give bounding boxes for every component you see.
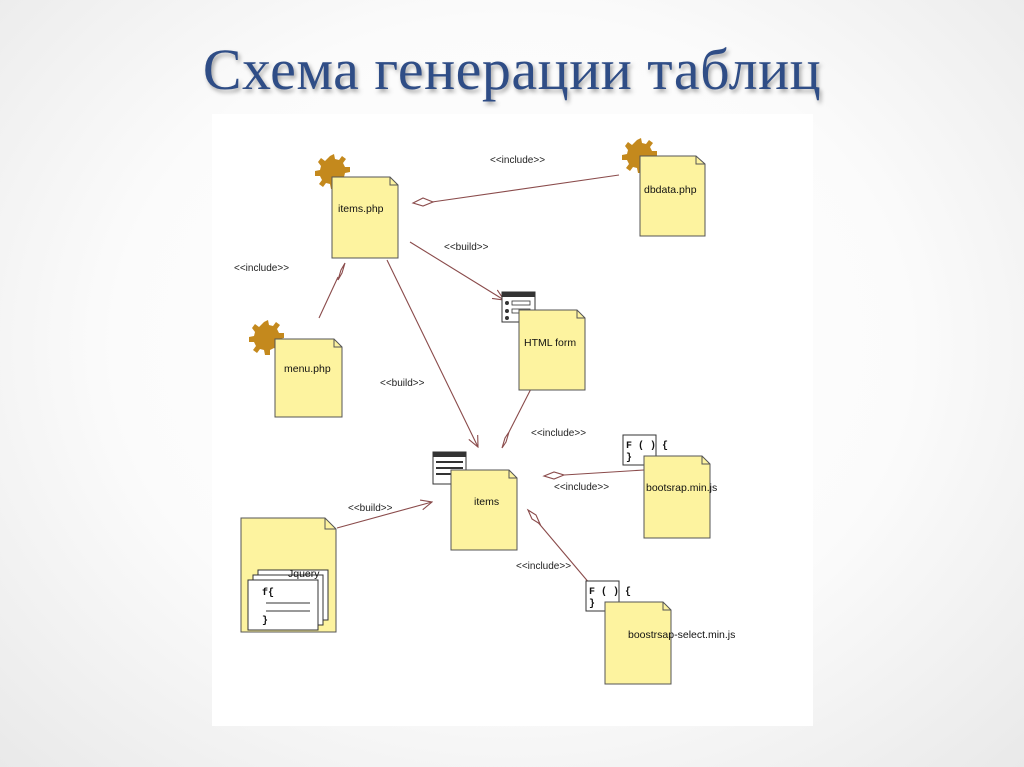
label-include-bootstrap-select: <<include>> (516, 561, 571, 572)
edge-menu-items-php-include (318, 262, 346, 319)
svg-text:}: } (262, 615, 268, 627)
node-html-form: HTML form (501, 291, 586, 391)
edge-items-php-html-form-build (409, 241, 504, 300)
svg-text:}: } (626, 452, 632, 464)
code-files-icon: f{ } (247, 569, 329, 631)
svg-text:}: } (589, 598, 595, 610)
node-jquery: f{ } Jquery (240, 517, 337, 633)
label-include-menu: <<include>> (234, 263, 289, 274)
edge-jquery-items-build (336, 502, 432, 529)
node-label-items: items (474, 496, 499, 508)
svg-text:F ( ) {: F ( ) { (626, 440, 668, 452)
edge-items-php-dbdata-include (411, 174, 620, 207)
label-build-jquery: <<build>> (348, 503, 393, 514)
node-label-jquery: Jquery (288, 568, 320, 580)
svg-text:F ( ) {: F ( ) { (589, 586, 631, 598)
node-menu-php: menu.php (249, 320, 343, 418)
label-build-html-form: <<build>> (444, 242, 489, 253)
diagram-panel: <<include>> <<include>> <<build>> <<buil… (212, 114, 813, 726)
slide-title: Схема генерации таблиц (202, 37, 822, 102)
label-include-bootstrap-1: <<include>> (531, 428, 586, 439)
node-label-menu-php: menu.php (284, 363, 331, 375)
node-label-bootstrap-min-js: bootsrap.min.js (646, 482, 717, 494)
node-label-html-form: HTML form (524, 337, 576, 349)
dependency-diagram: <<include>> <<include>> <<build>> <<buil… (234, 138, 735, 685)
label-include-bootstrap-2: <<include>> (554, 482, 609, 493)
edge-bootstrap-items-include (542, 469, 645, 480)
node-items-php: items.php (315, 154, 399, 259)
node-dbdata-php: dbdata.php (622, 138, 706, 237)
svg-text:f{: f{ (262, 587, 274, 599)
label-include-dbdata: <<include>> (490, 155, 545, 166)
node-label-bootstrap-select-min-js: boostrsap-select.min.js (628, 629, 735, 641)
edge-items-php-items-build (386, 259, 478, 447)
node-items: items (432, 451, 518, 551)
node-label-dbdata-php: dbdata.php (644, 184, 697, 196)
label-build-items: <<build>> (380, 378, 425, 389)
node-label-items-php: items.php (338, 203, 384, 215)
node-bootstrap-min-js: F ( ) { } bootsrap.min.js (622, 434, 717, 539)
node-bootstrap-select-min-js: F ( ) { } boostrsap-select.min.js (585, 580, 735, 685)
